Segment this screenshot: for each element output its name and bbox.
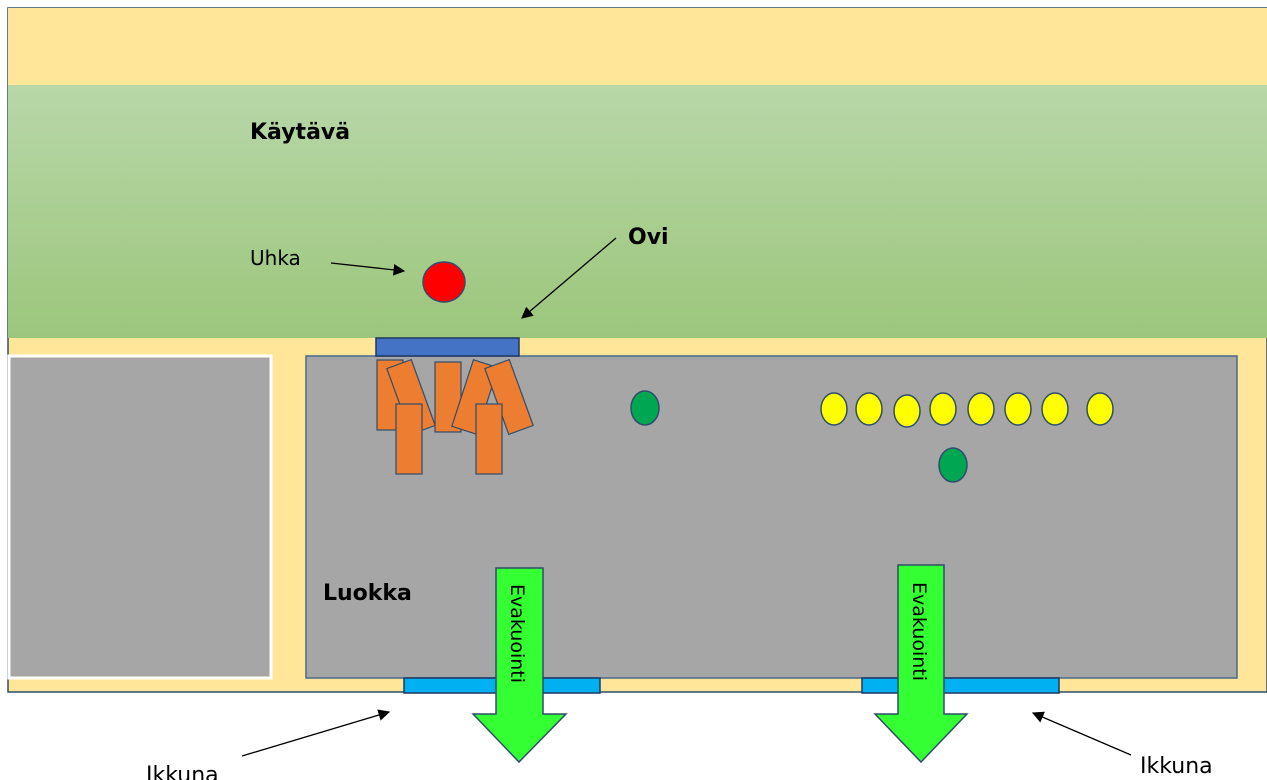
threat-pointer bbox=[330, 262, 406, 276]
evacuation-arrow-label: Evakuointi bbox=[908, 582, 930, 681]
door-pointer bbox=[521, 237, 617, 319]
desk bbox=[451, 358, 499, 436]
classroom-label: Luokka bbox=[323, 581, 412, 606]
student-marker bbox=[893, 394, 921, 428]
window-left-pointer bbox=[241, 709, 391, 757]
desk bbox=[395, 403, 423, 475]
students-group bbox=[820, 392, 1114, 428]
window-left-label: Ikkuna bbox=[146, 763, 219, 780]
desk-barricade bbox=[376, 358, 534, 475]
window-right[interactable] bbox=[861, 677, 1060, 694]
top-strip bbox=[8, 8, 1267, 85]
student-marker bbox=[1086, 392, 1114, 426]
student-marker bbox=[820, 392, 848, 426]
corridor bbox=[8, 85, 1267, 338]
threat-marker bbox=[422, 261, 466, 303]
threat-label: Uhka bbox=[250, 246, 301, 270]
evacuation-arrow-label: Evakuointi bbox=[506, 584, 528, 683]
student-marker bbox=[1004, 392, 1032, 426]
student-marker bbox=[1041, 392, 1069, 426]
door[interactable] bbox=[375, 337, 520, 357]
evacuation-arrow-left: Evakuointi bbox=[471, 567, 568, 764]
student-marker bbox=[929, 392, 957, 426]
window-right-label: Ikkuna bbox=[1140, 754, 1213, 779]
corridor-label: Käytävä bbox=[250, 120, 350, 145]
desk bbox=[484, 358, 534, 436]
evacuation-arrow-right: Evakuointi bbox=[873, 564, 969, 764]
adult-marker bbox=[630, 390, 660, 426]
window-right-pointer bbox=[1031, 711, 1132, 756]
student-marker bbox=[855, 392, 883, 426]
student-marker bbox=[967, 392, 995, 426]
desk bbox=[475, 403, 503, 475]
side-room bbox=[7, 354, 273, 680]
adult-marker bbox=[938, 447, 968, 483]
desk bbox=[386, 358, 436, 436]
door-label: Ovi bbox=[628, 225, 669, 250]
